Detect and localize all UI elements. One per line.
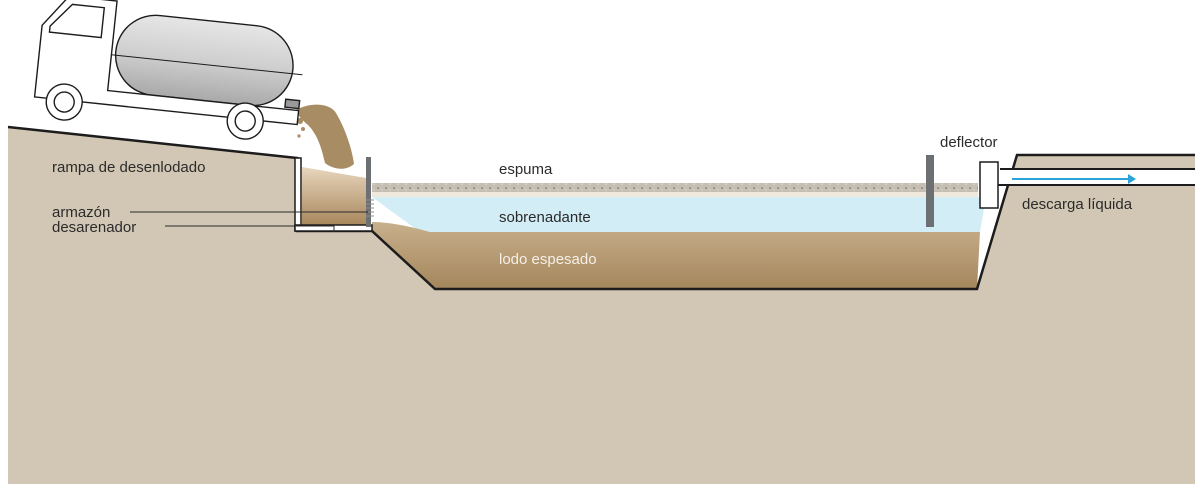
thickened-sludge-layer — [372, 222, 980, 289]
sludge-drop — [297, 118, 303, 124]
grit-chamber-gate — [366, 157, 371, 227]
label-liquid-discharge: descarga líquida — [1022, 196, 1133, 213]
ground — [8, 127, 1195, 484]
grit-chamber-sludge — [302, 167, 366, 225]
label-supernatant: sobrenadante — [499, 209, 591, 226]
supernatant-layer — [372, 197, 986, 232]
label-frame: armazón — [52, 204, 110, 221]
label-ramp: rampa de desenlodado — [52, 159, 205, 176]
label-scum: espuma — [499, 161, 553, 178]
outlet-box — [979, 161, 999, 209]
scum-underline — [372, 192, 978, 197]
label-baffle: deflector — [940, 134, 998, 151]
label-grit-chamber: desarenador — [52, 219, 136, 236]
grit-chamber-wall-left — [294, 157, 302, 232]
scum-layer — [372, 183, 978, 192]
flow-arrow-icon — [1012, 174, 1136, 184]
sludge-drop — [301, 127, 305, 131]
baffle — [926, 155, 934, 227]
grit-chamber-leader-line — [165, 225, 335, 232]
label-thickened-sludge: lodo espesado — [499, 251, 597, 268]
sludge-stream — [296, 104, 354, 169]
vacuum-truck-icon — [33, 0, 303, 140]
sludge-drop — [297, 134, 301, 138]
discharge-pipe-fill — [997, 170, 1195, 184]
